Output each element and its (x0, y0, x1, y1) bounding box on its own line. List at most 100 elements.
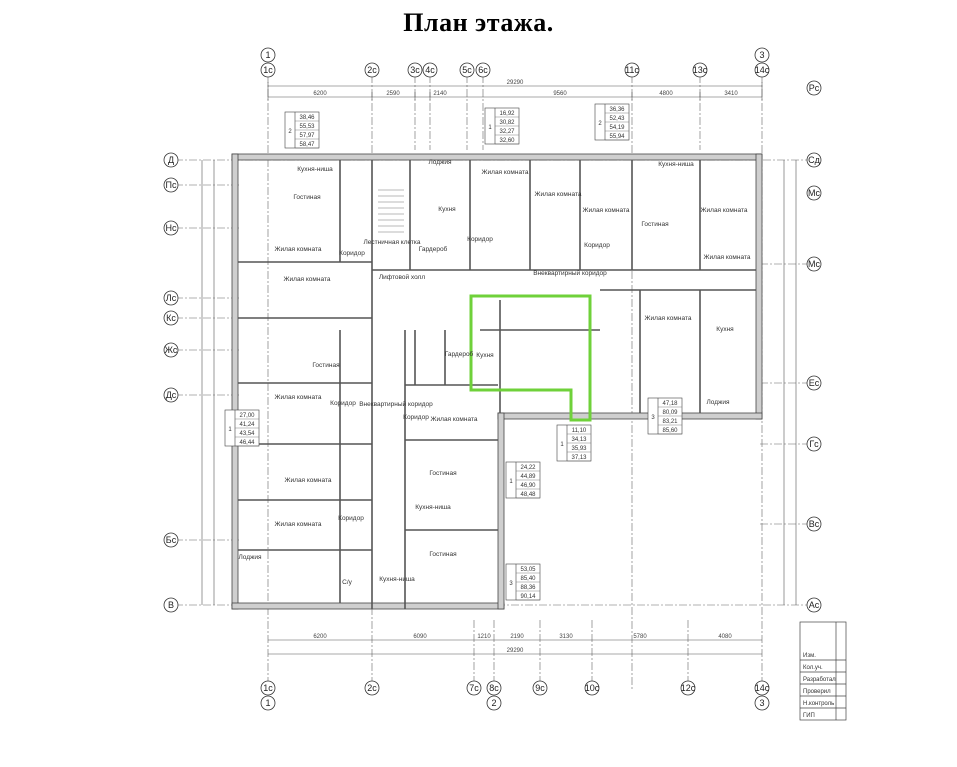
axis-left-4-label: Кс (166, 313, 176, 323)
axis-top-6-circle (624, 62, 640, 78)
apartment-area-value: 36,36 (609, 107, 625, 113)
axis-top-1-label: 2с (367, 65, 377, 75)
axis-right-2-circle (806, 185, 822, 201)
apartment-area-value: 34,13 (571, 437, 587, 443)
apartment-area-value: 85,40 (520, 576, 536, 582)
dimension-bottom-3: 2190 (510, 634, 524, 640)
axis-left-3-circle (163, 290, 179, 306)
axis-right-7-label: Ас (809, 600, 820, 610)
building-walls (231, 153, 763, 610)
axis-left-3: Лс (163, 290, 179, 306)
dimension-bottom-1: 6090 (413, 634, 427, 640)
room-label-38: Лоджия (238, 554, 262, 561)
axis-top-0: 1с (260, 62, 276, 78)
axis-top-1: 2с (364, 62, 380, 78)
title-block-label-1: Кол.уч. (803, 665, 823, 671)
axis-bottom-4: 9с (532, 680, 548, 696)
apartment-area-tables: 238,4655,5357,9758,47116,9230,8232,2732,… (224, 103, 683, 601)
axis-right-5-label: Гс (809, 439, 819, 449)
axis-left-5: Жс (163, 342, 179, 358)
axis-top-primary-1: 3 (754, 47, 770, 63)
axis-bottom-3: 8с (486, 680, 502, 696)
axis-top-0-label: 1с (263, 65, 273, 75)
axis-right-1-circle (806, 152, 822, 168)
axis-left-4-circle (163, 310, 179, 326)
stair-hatch (378, 189, 404, 233)
axis-top-8: 14с (754, 62, 770, 78)
dimension-bottom-5: 5780 (633, 634, 647, 640)
axis-top-2-circle (407, 62, 423, 78)
axis-top-7-label: 13с (693, 65, 708, 75)
room-label-34: Коридор (338, 515, 364, 522)
room-label-10: Жилая комната (482, 169, 529, 176)
axis-left-6: Дс (163, 387, 179, 403)
axis-left-5-label: Жс (165, 345, 178, 355)
room-label-31: Гостиная (429, 470, 457, 477)
apartment-room-count: 3 (651, 415, 655, 421)
axis-top-3-circle (422, 62, 438, 78)
apartment-area-value: 57,97 (299, 133, 315, 139)
apartment-area-value: 43,54 (239, 431, 255, 437)
axis-top-5-label: 6с (478, 65, 488, 75)
room-label-6: Гардероб (419, 245, 448, 253)
room-label-4: Коридор (339, 250, 365, 257)
apartment-room-count: 1 (560, 442, 564, 448)
axis-bottom-7-circle (754, 680, 770, 696)
apartment-area-value: 30,82 (499, 120, 515, 126)
apartment-area-value: 32,27 (499, 129, 515, 135)
axis-left-8-label: В (168, 600, 174, 610)
axis-left-1-circle (163, 177, 179, 193)
room-label-35: Жилая комната (275, 521, 322, 528)
axis-left-6-circle (163, 387, 179, 403)
room-label-13: Гостиная (641, 221, 669, 228)
apartment-room-count: 3 (509, 581, 513, 587)
axis-left-1: Пс (163, 177, 179, 193)
axis-bottom-0: 1с (260, 680, 276, 696)
axis-top-8-label: 14с (755, 65, 770, 75)
page-title: План этажа. (403, 8, 554, 37)
apartment-area-value: 53,05 (520, 567, 536, 573)
room-label-32: Кухня-ниша (415, 504, 451, 511)
room-label-1: Гостиная (293, 194, 321, 201)
room-label-8: Кухня (438, 206, 456, 213)
axis-right-1: Сд (806, 152, 822, 168)
axis-left-7-label: Бс (166, 535, 177, 545)
axis-left-7-circle (163, 532, 179, 548)
axis-bottom-primary-1-circle (486, 695, 502, 711)
axis-top-3-label: 4с (425, 65, 435, 75)
dimension-lines (201, 82, 797, 655)
dimension-top-4: 4800 (659, 91, 673, 97)
room-label-2: Жилая комната (275, 246, 322, 253)
axis-bottom-primary-0-circle (260, 695, 276, 711)
axis-right-4-circle (806, 375, 822, 391)
axis-bottom-3-label: 8с (489, 683, 499, 693)
axis-right-0-label: Рс (809, 83, 820, 93)
axis-right-6-label: Вс (809, 519, 820, 529)
room-label-20: Жилая комната (704, 254, 751, 261)
axis-bottom-7: 14с (754, 680, 770, 696)
apartment-area-value: 38,46 (299, 115, 315, 121)
axis-bottom-3-circle (486, 680, 502, 696)
apartment-room-count: 2 (598, 121, 602, 127)
selected-apartment-outline[interactable] (469, 294, 592, 422)
axis-top-primary-1-circle (754, 47, 770, 63)
axis-right-6: Вс (806, 516, 822, 532)
axis-right-3-label: Мс (808, 259, 821, 269)
apartment-room-count: 1 (488, 125, 492, 131)
axis-bottom-primary-2: 3 (754, 695, 770, 711)
apartment-area-value: 24,22 (520, 465, 536, 471)
axis-bottom-6: 12с (680, 680, 696, 696)
axis-top-8-circle (754, 62, 770, 78)
room-label-14: Кухня-ниша (658, 161, 694, 168)
dimension-top-5: 3410 (724, 91, 738, 97)
room-label-19: Жилая комната (645, 315, 692, 322)
room-label-17: Коридор (467, 236, 493, 243)
apartment-area-value: 90,14 (520, 594, 536, 600)
axis-bottom-2-label: 7с (469, 683, 479, 693)
title-block-label-0: Изм. (803, 653, 816, 659)
